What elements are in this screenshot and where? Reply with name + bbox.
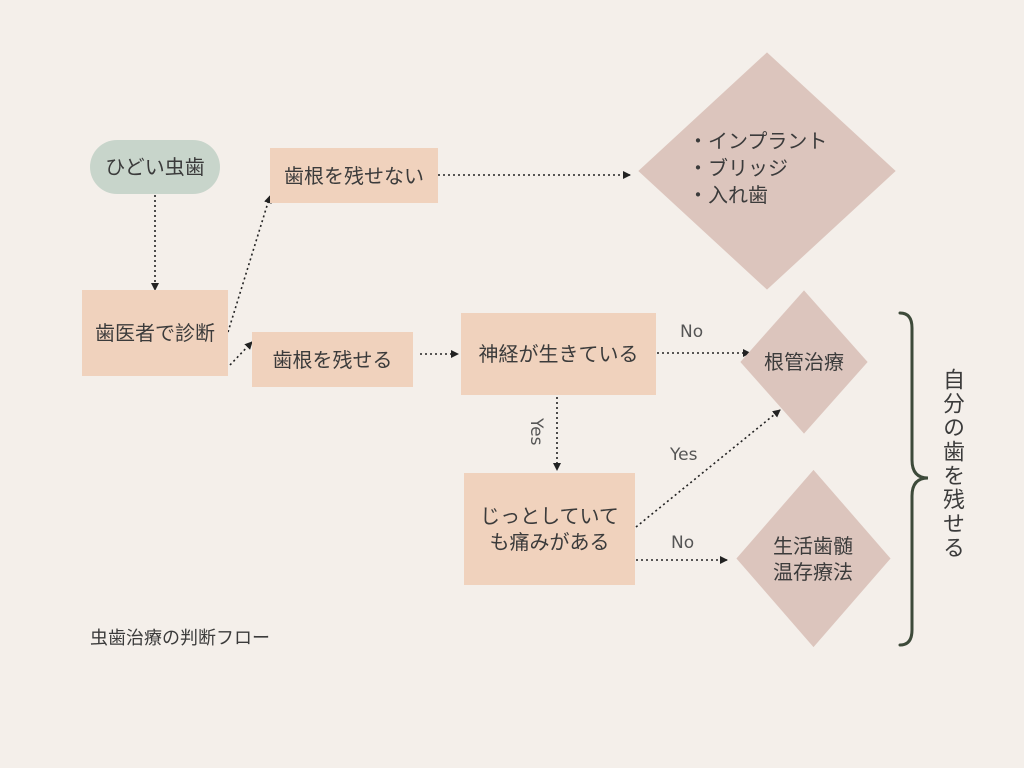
edge-label-pain-no: No	[671, 533, 695, 553]
pain-at-rest-line1: じっとしていて	[480, 504, 619, 528]
arrow-diagnosis-to-cannot-keep	[227, 195, 272, 333]
keep-own-tooth-label: 自分の歯を残せる	[939, 368, 964, 560]
diagnosis-label: 歯医者で診断	[95, 321, 215, 345]
nerve-alive-box: 神経が生きている	[461, 313, 656, 395]
edge-label-nerve-no: No	[680, 322, 704, 342]
edge-label-pain-yes: Yes	[670, 445, 698, 465]
edge-label-nerve-yes: Yes	[526, 418, 546, 446]
pain-at-rest-line2: も痛みがある	[489, 530, 610, 554]
start-node: ひどい虫歯	[90, 140, 220, 194]
pain-at-rest-box: じっとしていて も痛みがある	[464, 473, 635, 585]
option-denture: ・入れ歯	[688, 183, 768, 207]
cannot-keep-root-box: 歯根を残せない	[270, 148, 438, 203]
can-keep-root-box: 歯根を残せる	[252, 332, 413, 387]
diagnosis-box: 歯医者で診断	[82, 290, 228, 376]
vital-pulp-therapy-line1: 生活歯髄	[773, 533, 853, 558]
arrow-diagnosis-to-can-keep	[229, 341, 253, 366]
cannot-keep-root-label: 歯根を残せない	[284, 163, 424, 188]
root-canal-diamond: 根管治療	[740, 290, 868, 434]
vital-pulp-therapy-line2: 温存療法	[773, 559, 853, 584]
diagram-caption: 虫歯治療の判断フロー	[90, 628, 270, 649]
arrow-pain-yes-to-root-canal	[635, 409, 781, 528]
root-canal-label: 根管治療	[764, 350, 844, 374]
nerve-alive-label: 神経が生きている	[478, 342, 639, 366]
extraction-options-list: ・インプラント ・ブリッジ ・入れ歯	[688, 128, 827, 209]
vital-pulp-therapy-diamond: 生活歯髄 温存療法	[736, 469, 891, 648]
extraction-options-diamond: ・インプラント ・ブリッジ ・入れ歯	[638, 52, 896, 290]
start-node-label: ひどい虫歯	[105, 155, 205, 179]
right-curly-bracket	[898, 311, 929, 647]
option-implant: ・インプラント	[688, 129, 828, 153]
can-keep-root-label: 歯根を残せる	[272, 347, 393, 372]
option-bridge: ・ブリッジ	[688, 156, 788, 180]
